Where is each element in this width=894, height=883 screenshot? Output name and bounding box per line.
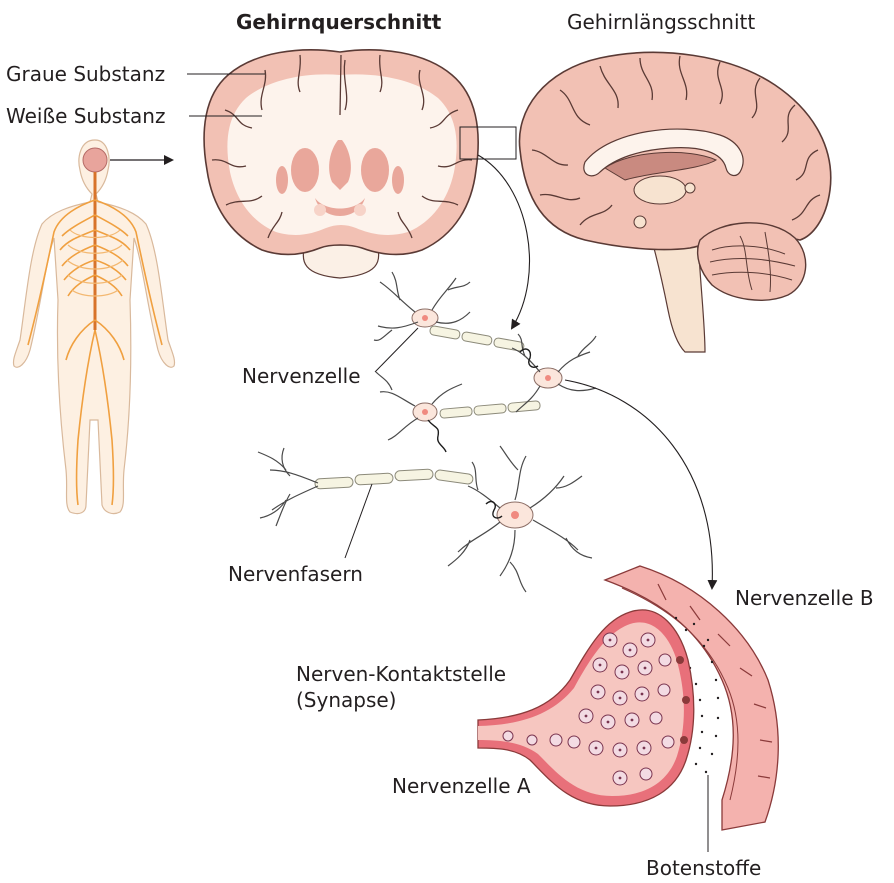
sagittal-brain-section [519, 52, 830, 352]
sagittal-outer [519, 52, 830, 249]
neuron-network [258, 272, 596, 592]
coronal-section-title: Gehirnquerschnitt [236, 10, 441, 34]
synaptic-contacts [428, 349, 538, 518]
nerve-cell-b-label: Nervenzelle B [735, 586, 874, 610]
nerve-cell-a-label: Nervenzelle A [392, 774, 531, 798]
human-body-figure [13, 140, 174, 514]
nerve-cell-label: Nervenzelle [242, 364, 361, 388]
sagittal-section-title: Gehirnlängsschnitt [567, 10, 755, 34]
synapse-label-line1: Nerven-Kontaktstelle [296, 662, 506, 686]
neurotransmitters-label: Botenstoffe [646, 856, 761, 880]
arrow-brain-to-neuron [478, 155, 529, 328]
presynaptic-inner [478, 622, 684, 796]
brain-in-head [83, 148, 107, 172]
nerve-fibers-label: Nervenfasern [228, 562, 363, 586]
white-matter-label: Weiße Substanz [6, 104, 165, 128]
nerve-fibers-leader [345, 484, 372, 558]
pituitary [634, 216, 646, 228]
coronal-brain-section [204, 50, 516, 278]
thalamus [634, 176, 686, 204]
synapse-label-line2: (Synapse) [296, 688, 397, 712]
nerve-cell-leader [375, 328, 418, 372]
grey-matter-label: Graue Substanz [6, 62, 165, 86]
pineal [685, 183, 695, 193]
